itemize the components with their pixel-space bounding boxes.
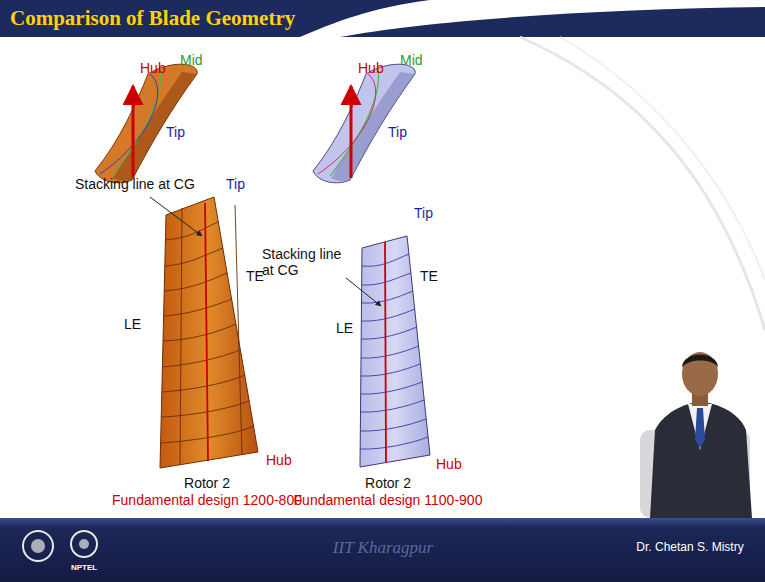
logo-caption: NPTEL	[71, 563, 97, 572]
grid-line	[235, 205, 242, 455]
blade-3d-orange	[95, 64, 197, 183]
section-line	[164, 273, 227, 291]
institute-logo	[23, 531, 53, 561]
section-line	[361, 309, 415, 321]
stacking-arrow	[350, 86, 353, 178]
blade-3d-blue	[313, 64, 415, 183]
section-line	[361, 382, 422, 394]
tip-section-line	[318, 74, 376, 174]
rotor-label: Rotor 2	[184, 475, 230, 491]
stacking-arrow	[132, 86, 135, 178]
footer-bar	[0, 518, 765, 582]
section-line	[360, 437, 428, 449]
tip-label: Tip	[388, 124, 407, 140]
design-caption: Fundamental design 1200-800	[112, 492, 302, 508]
section-line	[361, 400, 424, 412]
mid-label: Mid	[400, 52, 423, 68]
grid-line	[180, 208, 182, 465]
blade-3d-orange	[95, 64, 197, 183]
header-swoosh	[300, 0, 765, 37]
design-caption: Fundamental design 1100-900	[294, 492, 483, 508]
leading-edge-label: LE	[124, 316, 141, 332]
blade-blue	[346, 236, 430, 467]
trailing-edge-label: TE	[246, 268, 264, 284]
stacking-line-label: Stacking line at CG	[262, 246, 348, 278]
section-line	[361, 364, 420, 376]
mid-label: Mid	[180, 52, 203, 68]
stacking-line-label: Stacking line at CG	[75, 176, 195, 192]
hair	[682, 355, 718, 369]
blade-outline	[360, 236, 430, 467]
tip-section-line	[100, 74, 158, 174]
leader-line	[346, 278, 381, 306]
nptel-logo	[79, 539, 89, 549]
blade-3d-blue	[313, 64, 415, 183]
leading-edge-label: LE	[336, 320, 353, 336]
section-line	[165, 222, 218, 240]
shirt	[688, 404, 712, 450]
header-bar	[0, 0, 765, 37]
blade-orange	[150, 197, 258, 468]
head	[682, 352, 718, 396]
background-swoosh	[560, 37, 765, 280]
section-line	[163, 324, 236, 341]
tip-label: Tip	[226, 176, 245, 192]
hub-label: Hub	[436, 456, 462, 472]
rotor-label: Rotor 2	[365, 475, 411, 491]
institute-logo	[31, 539, 45, 553]
background-swoosh	[520, 37, 765, 330]
section-line	[361, 346, 419, 358]
blade-3d-shade	[113, 72, 197, 181]
leader-line	[150, 197, 202, 236]
tip-label: Tip	[166, 124, 185, 140]
hub-label: Hub	[140, 60, 166, 76]
section-line	[360, 419, 426, 431]
presenter-figure	[640, 352, 752, 518]
blade-outline	[160, 197, 258, 468]
tip-label: Tip	[414, 205, 433, 221]
section-line	[165, 248, 223, 266]
hub-label: Hub	[266, 452, 292, 468]
section-lines	[360, 254, 428, 449]
section-line	[162, 375, 245, 392]
section-line	[361, 327, 417, 339]
trailing-edge-label: TE	[420, 268, 438, 284]
nptel-logo	[71, 531, 97, 557]
section-line	[162, 350, 240, 367]
presenter-name: Dr. Chetan S. Mistry	[636, 541, 743, 555]
blade-3d-shade	[331, 72, 415, 181]
section-line	[161, 401, 249, 417]
watermark: IIT Kharagpur	[333, 538, 433, 558]
slide-title: Comparison of Blade Geometry	[10, 6, 295, 30]
hub-label: Hub	[358, 60, 384, 76]
stacking-line	[205, 203, 208, 461]
stacking-line	[385, 242, 386, 462]
section-line	[164, 299, 232, 316]
tie	[695, 408, 705, 448]
suit	[650, 402, 752, 518]
section-line	[362, 273, 411, 285]
